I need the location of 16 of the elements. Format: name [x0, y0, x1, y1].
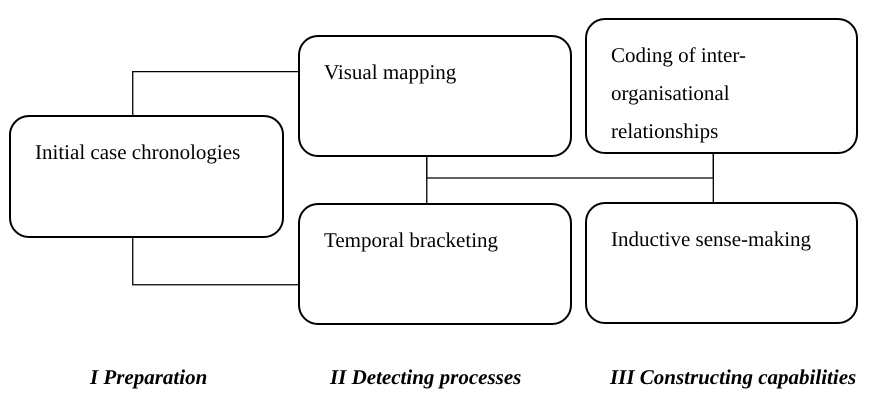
process-box: [298, 35, 572, 157]
connector-line: [426, 154, 714, 179]
phase-label: I Preparation: [90, 364, 208, 391]
process-box: [9, 115, 284, 238]
phase-label: III Constructing capabilities: [610, 364, 856, 391]
box-text: Initial case chronologies: [35, 139, 242, 166]
process-box: [585, 202, 858, 324]
connector-line: [132, 70, 298, 115]
box-text: Coding of inter-organisational relationships: [611, 42, 747, 145]
box-text: Temporal bracketing: [324, 227, 500, 254]
box-text: Inductive sense-making: [611, 226, 812, 253]
connector-line: [132, 238, 298, 286]
process-box: [585, 18, 858, 154]
phase-label: II Detecting processes: [330, 364, 522, 391]
process-box: [298, 203, 572, 325]
box-text: Visual mapping: [324, 59, 458, 86]
